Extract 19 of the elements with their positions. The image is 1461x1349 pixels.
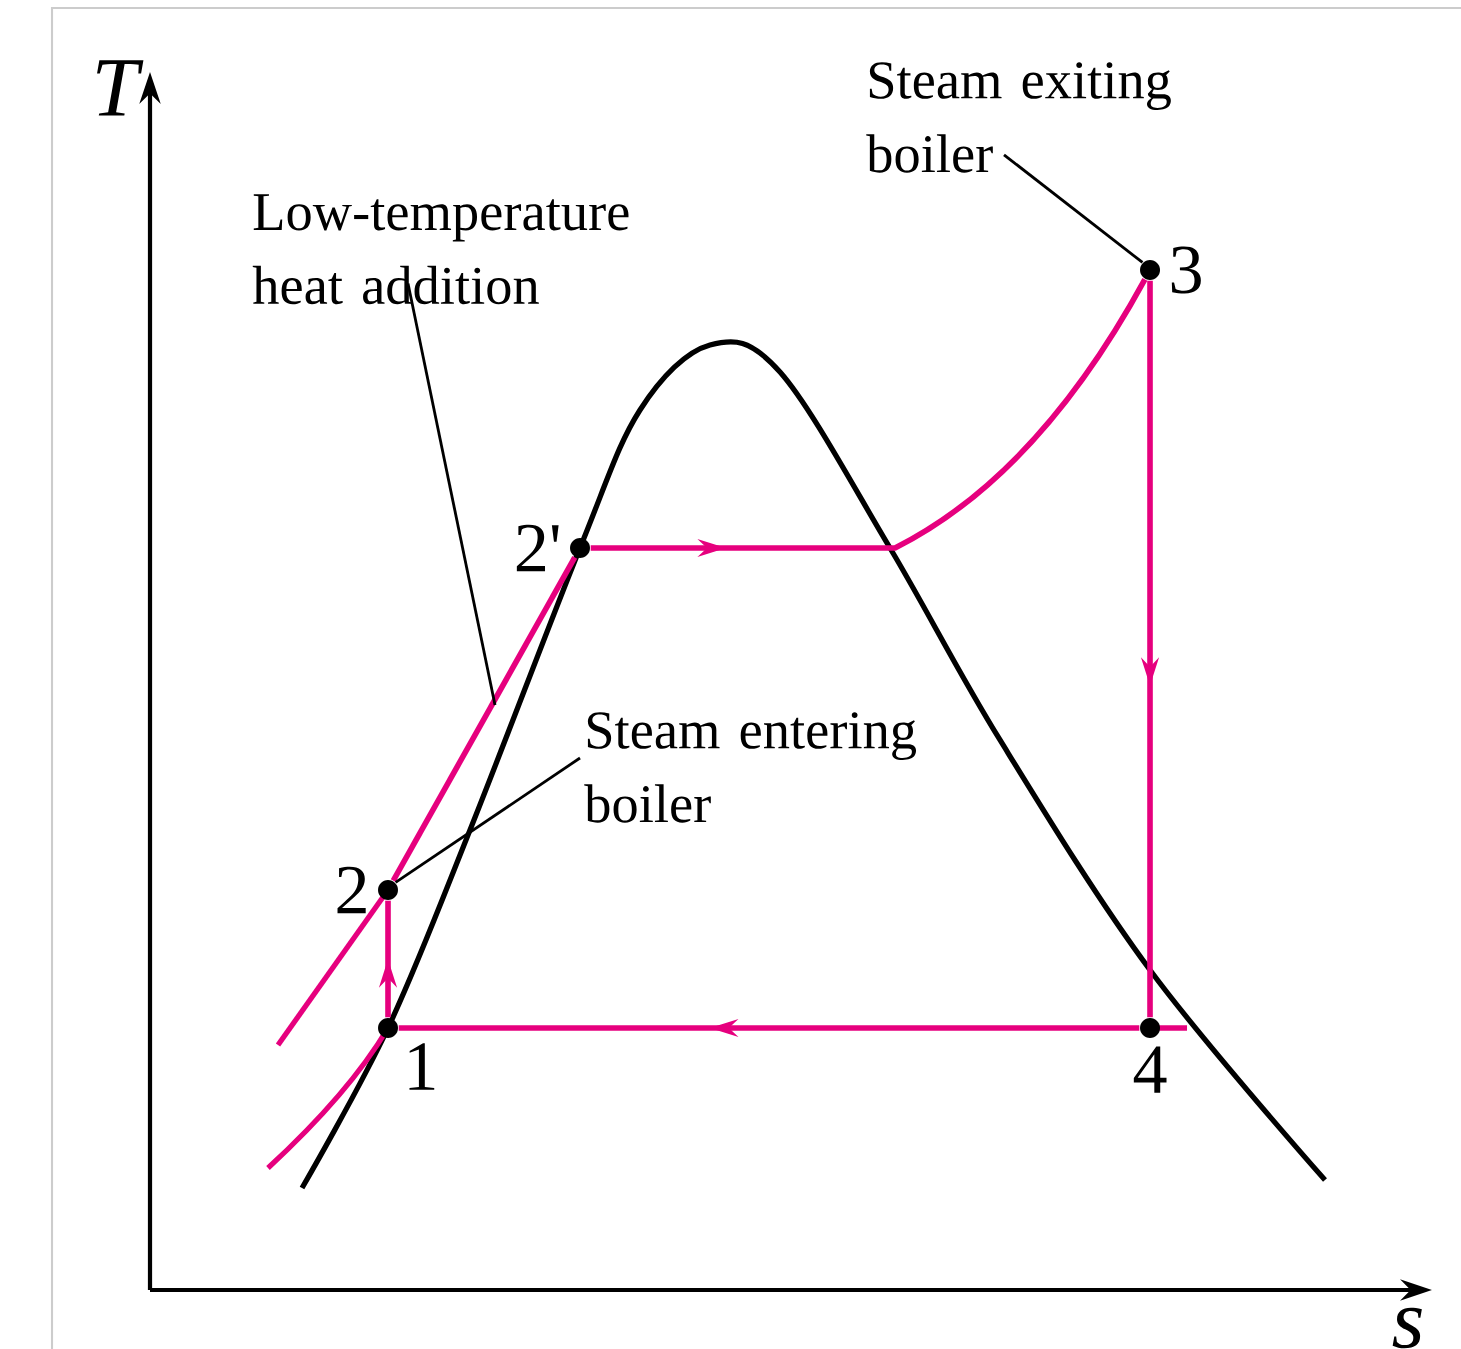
leader-line bbox=[394, 756, 581, 884]
state-point: 1 bbox=[378, 1018, 435, 1090]
leader-line bbox=[1003, 153, 1144, 264]
state-point: 4 bbox=[1133, 1018, 1167, 1093]
node-label: 4 bbox=[1133, 1046, 1167, 1093]
node-label: 2 bbox=[337, 866, 366, 914]
annotation-text: Low-temperature heat addition bbox=[252, 194, 629, 305]
annotation-text: Steam exiting boiler bbox=[866, 62, 1171, 173]
node-label: 3 bbox=[1171, 246, 1201, 294]
state-point: 3 bbox=[1140, 246, 1201, 294]
axis-label: s bbox=[1392, 1307, 1422, 1349]
annotation-text: Steam entering boiler bbox=[584, 712, 916, 823]
node-label: 2' bbox=[516, 524, 559, 572]
axis-label: T bbox=[97, 60, 144, 116]
leader-line bbox=[406, 283, 497, 706]
process-line bbox=[390, 555, 578, 883]
state-point: 2' bbox=[516, 524, 590, 572]
node-label: 1 bbox=[409, 1043, 435, 1090]
state-point: 2 bbox=[337, 866, 398, 914]
